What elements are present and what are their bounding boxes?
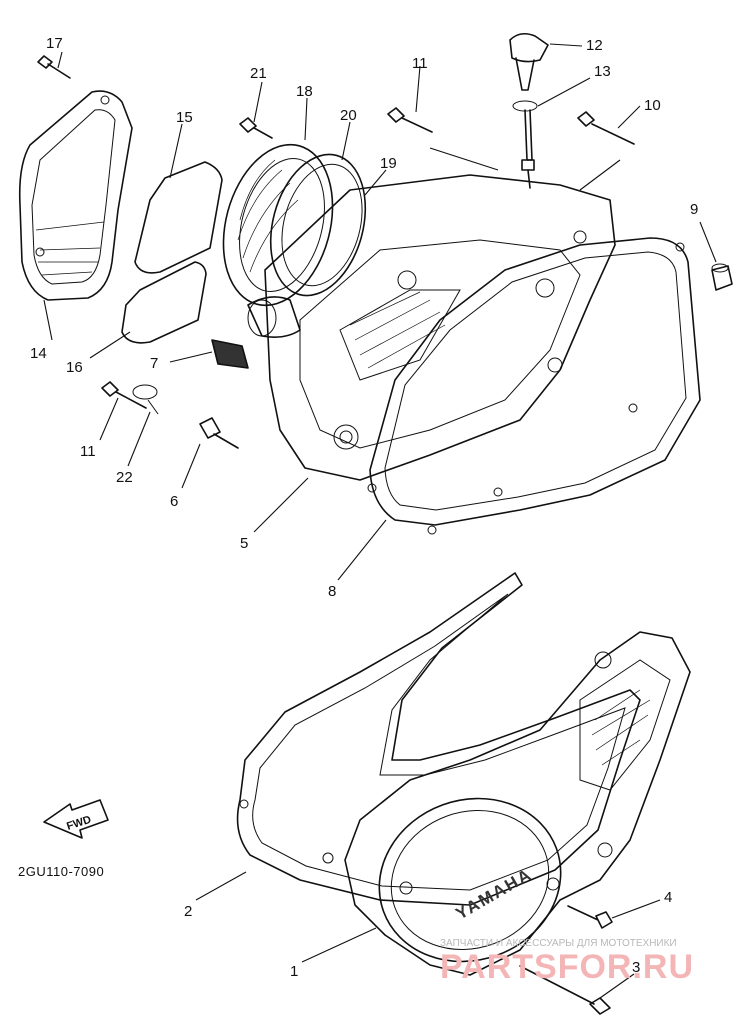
callout-20: 20 (340, 107, 357, 124)
callout-12: 12 (586, 37, 603, 54)
part-2-gasket (236, 572, 641, 906)
callouts: 17 21 18 20 19 11 12 13 10 9 15 14 16 7 … (30, 35, 698, 980)
callout-1: 1 (290, 963, 298, 980)
callout-21: 21 (250, 65, 267, 82)
part-5-crankcase-cover (247, 174, 616, 481)
callout-15: 15 (176, 109, 193, 126)
bolts (37, 55, 635, 1015)
callout-19: 19 (380, 155, 397, 172)
part-1-lower-cover (344, 631, 691, 976)
part-12-13-dipstick (509, 32, 549, 189)
callout-17: 17 (46, 35, 63, 52)
callout-16: 16 (66, 359, 83, 376)
part-9-plug (711, 263, 733, 291)
part-14-outer-cover (18, 90, 133, 301)
brand-mark: YAMAHA (453, 864, 536, 923)
callout-9: 9 (690, 201, 698, 218)
leader-lines (43, 43, 717, 999)
callout-7: 7 (150, 355, 158, 372)
watermark: ЗАПЧАСТИ И АКСЕССУАРЫ ДЛЯ МОТОТЕХНИКИ PA… (440, 938, 694, 986)
callout-14: 14 (30, 345, 47, 362)
fwd-label: FWD (65, 814, 93, 833)
callout-11-left: 11 (80, 443, 96, 460)
part-20-ring (269, 153, 367, 297)
part-15-gasket (134, 161, 223, 274)
part-8-gasket (367, 237, 701, 535)
callout-8: 8 (328, 583, 336, 600)
fwd-arrow: FWD (43, 799, 109, 839)
drawing-code: 2GU110-7090 (18, 864, 104, 879)
callout-13: 13 (594, 63, 611, 80)
watermark-site: PARTSFOR.RU (440, 948, 694, 986)
callout-4: 4 (664, 889, 672, 906)
callout-6: 6 (170, 493, 178, 510)
callout-18: 18 (296, 83, 313, 100)
callout-3: 3 (632, 959, 640, 976)
callout-10: 10 (644, 97, 661, 114)
callout-22: 22 (116, 469, 133, 486)
callout-2: 2 (184, 903, 192, 920)
part-18-rotor-housing (222, 143, 334, 307)
watermark-tagline: ЗАПЧАСТИ И АКСЕССУАРЫ ДЛЯ МОТОТЕХНИКИ (440, 938, 677, 949)
callout-11-top: 11 (412, 55, 428, 72)
callout-5: 5 (240, 535, 248, 552)
part-16-gasket (121, 261, 207, 344)
